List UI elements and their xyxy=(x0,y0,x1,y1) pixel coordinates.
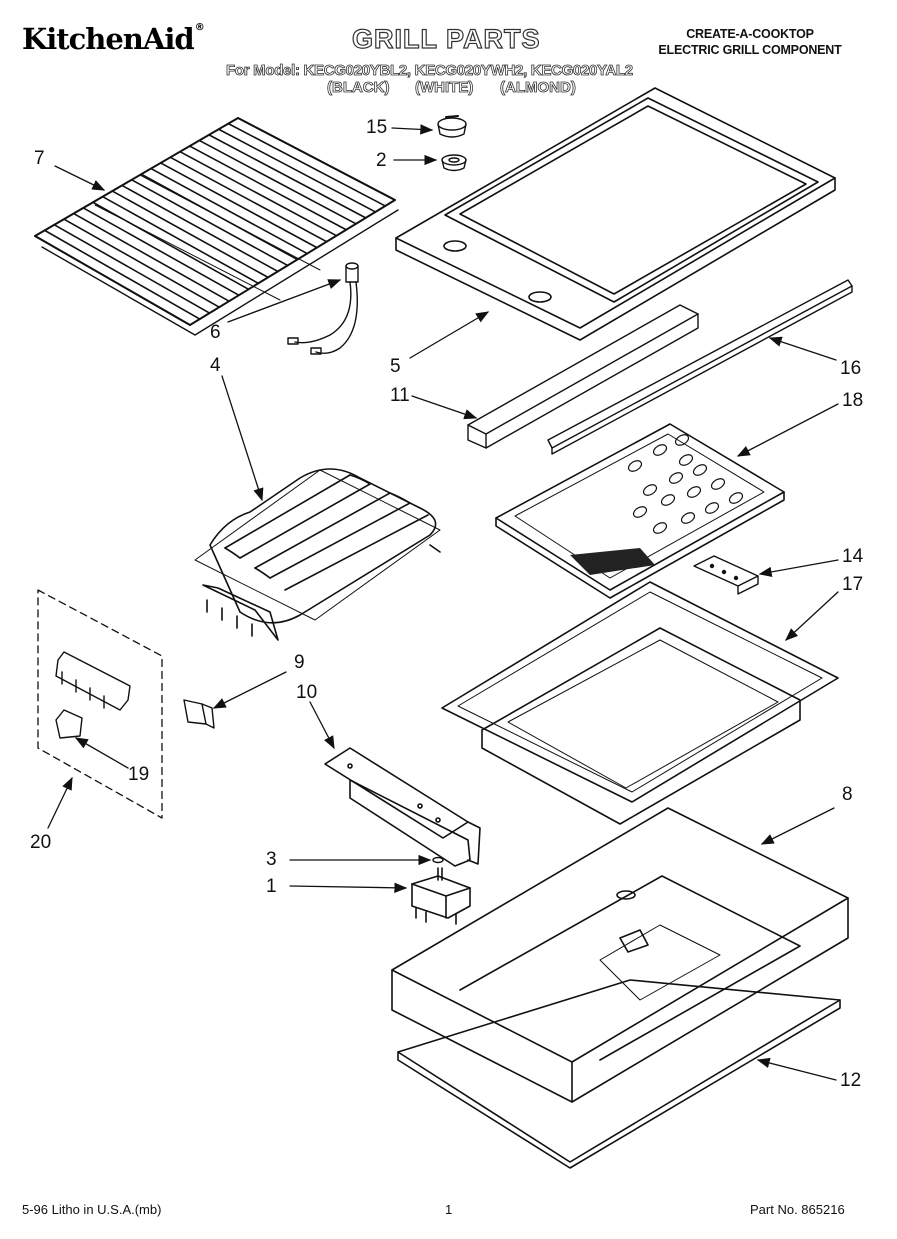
category-line-1: CREATE-A-COOKTOP xyxy=(686,27,814,41)
rock-tray-drawing xyxy=(495,423,785,599)
knob-bezel-drawing xyxy=(441,154,467,172)
callout-8: 8 xyxy=(842,784,853,805)
drip-pan-drawing xyxy=(441,581,839,825)
callout-16: 16 xyxy=(840,358,862,379)
washer-drawing xyxy=(432,856,444,864)
callout-1: 1 xyxy=(266,876,277,897)
brand-registered-mark: ® xyxy=(194,22,205,33)
rear-trim-strip-drawing xyxy=(547,279,853,455)
variant-white: (WHITE) xyxy=(415,79,474,97)
bracket-drawing xyxy=(693,555,759,595)
footer-part-number: Part No. 865216 xyxy=(750,1202,845,1217)
callout-20: 20 xyxy=(30,832,52,853)
front-trim-channel-drawing xyxy=(467,304,699,449)
leader-lines xyxy=(47,124,839,1081)
callout-10: 10 xyxy=(296,682,318,703)
callout-19: 19 xyxy=(128,764,150,785)
cooktop-top-panel-drawing xyxy=(395,87,836,341)
callout-2: 2 xyxy=(376,150,387,171)
callout-12: 12 xyxy=(840,1070,862,1091)
infinite-switch-drawing xyxy=(411,867,471,925)
control-bracket-drawing xyxy=(324,747,481,867)
callout-5: 5 xyxy=(390,356,401,377)
callout-17: 17 xyxy=(842,574,864,595)
model-numbers: For Model: KECG020YBL2, KECG020YWH2, KEC… xyxy=(226,62,634,80)
bottom-insulation-drawing xyxy=(397,979,841,1169)
control-knob-drawing xyxy=(437,115,467,138)
callout-18: 18 xyxy=(842,390,864,411)
housing-drawing xyxy=(391,807,849,1103)
terminal-block-kit-drawing xyxy=(37,589,163,819)
callout-15: 15 xyxy=(366,117,388,138)
category-line-2: ELECTRIC GRILL COMPONENT xyxy=(658,43,842,57)
footer-page-number: 1 xyxy=(445,1202,453,1217)
grill-grate-drawing xyxy=(34,117,399,336)
brand-logo: KitchenAid® xyxy=(22,22,205,56)
callout-7: 7 xyxy=(34,148,45,169)
indicator-light-drawing xyxy=(287,262,359,355)
variant-black: (BLACK) xyxy=(327,79,390,97)
footer-litho: 5-96 Litho in U.S.A.(mb) xyxy=(22,1202,162,1217)
callout-6: 6 xyxy=(210,322,221,343)
callout-4: 4 xyxy=(210,355,221,376)
callout-3: 3 xyxy=(266,849,277,870)
callout-9: 9 xyxy=(294,652,305,673)
heating-element-drawing xyxy=(194,468,441,641)
page-title: GRILL PARTS xyxy=(351,23,541,54)
clip-drawing xyxy=(183,699,215,729)
brand-name: KitchenAid xyxy=(22,22,195,56)
callout-14: 14 xyxy=(842,546,864,567)
variant-almond: (ALMOND) xyxy=(500,79,577,97)
callout-11: 11 xyxy=(390,385,410,406)
